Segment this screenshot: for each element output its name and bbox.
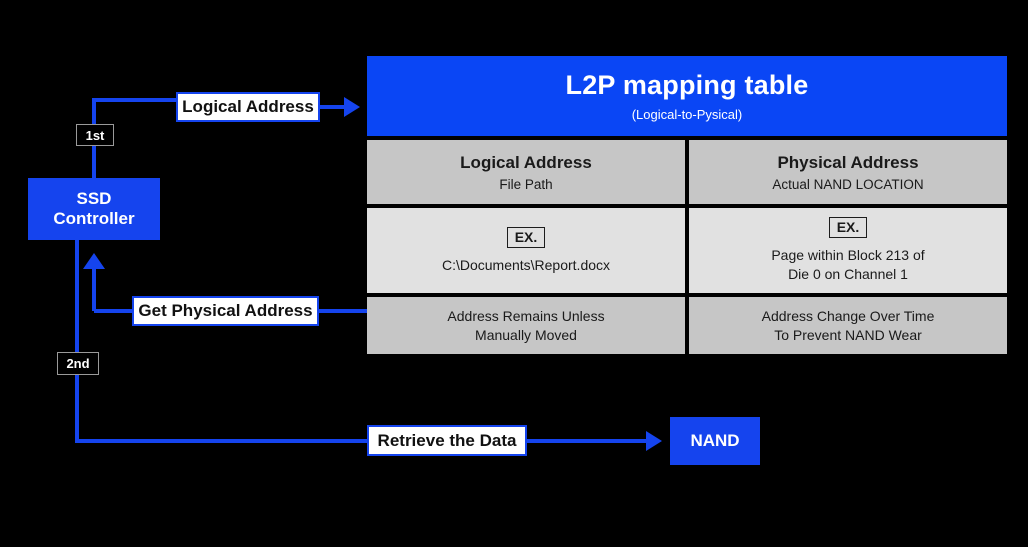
- connector-to-logical-address-line: [92, 98, 178, 102]
- example-value-logical-line1: C:\Documents\Report.docx: [441, 256, 611, 273]
- connector-table-to-get-physical-line: [317, 309, 367, 313]
- step-badge-first: 1st: [76, 124, 114, 146]
- table-cell-logical-example: EX. C:\Documents\Report.docx: [367, 208, 685, 293]
- retrieve-the-data-flow-label[interactable]: Retrieve the Data: [367, 425, 527, 456]
- note-logical-line2: Manually Moved: [475, 326, 577, 343]
- example-badge-physical: EX.: [828, 217, 868, 239]
- table-cell-physical-note: Address Change Over Time To Prevent NAND…: [689, 297, 1007, 354]
- example-value-physical-line1: Page within Block 213 of: [771, 247, 925, 264]
- arrow-retrieve-to-nand-icon: [646, 431, 662, 451]
- ssd-controller-label-line2: Controller: [53, 209, 135, 228]
- connector-get-physical-to-riser-line: [94, 309, 134, 313]
- column-subheader-logical: File Path: [499, 176, 553, 192]
- connector-retrieve-to-nand-line: [526, 439, 652, 443]
- table-header: L2P mapping table (Logical-to-Pysical): [367, 56, 1007, 136]
- ssd-controller-label-line1: SSD: [76, 189, 112, 209]
- table-cell-physical-header: Physical Address Actual NAND LOCATION: [689, 140, 1007, 204]
- logical-address-flow-label[interactable]: Logical Address: [176, 92, 320, 122]
- arrow-logical-address-to-table-icon: [344, 97, 360, 117]
- step-badge-second: 2nd: [57, 352, 99, 375]
- column-header-logical: Logical Address: [460, 152, 592, 172]
- nand-node[interactable]: NAND: [670, 417, 760, 465]
- table-cell-logical-header: Logical Address File Path: [367, 140, 685, 204]
- example-badge-logical: EX.: [506, 226, 546, 248]
- table-row: EX. C:\Documents\Report.docx EX. Page wi…: [367, 208, 1007, 293]
- table-title: L2P mapping table: [565, 70, 809, 100]
- table-row: Address Remains Unless Manually Moved Ad…: [367, 297, 1007, 354]
- connector-controller-down-line: [75, 240, 79, 443]
- note-logical-line1: Address Remains Unless: [447, 307, 605, 324]
- get-physical-address-flow-label[interactable]: Get Physical Address: [132, 296, 319, 326]
- connector-bottom-to-retrieve-line: [75, 439, 371, 443]
- note-physical-line1: Address Change Over Time: [761, 307, 935, 324]
- column-subheader-physical: Actual NAND LOCATION: [772, 176, 924, 192]
- connector-riser-to-controller-line: [92, 268, 96, 311]
- table-row: Logical Address File Path Physical Addre…: [367, 140, 1007, 204]
- l2p-mapping-table: L2P mapping table (Logical-to-Pysical) L…: [367, 56, 1007, 354]
- connector-logical-address-to-table-line: [318, 105, 350, 109]
- table-cell-logical-note: Address Remains Unless Manually Moved: [367, 297, 685, 354]
- arrow-to-ssd-controller-icon: [83, 253, 105, 269]
- table-subtitle: (Logical-to-Pysical): [631, 107, 743, 122]
- table-cell-physical-example: EX. Page within Block 213 of Die 0 on Ch…: [689, 208, 1007, 293]
- note-physical-line2: To Prevent NAND Wear: [774, 326, 922, 343]
- ssd-controller-node[interactable]: SSD Controller: [28, 178, 160, 240]
- example-value-physical-line2: Die 0 on Channel 1: [788, 266, 908, 282]
- column-header-physical: Physical Address: [777, 152, 919, 172]
